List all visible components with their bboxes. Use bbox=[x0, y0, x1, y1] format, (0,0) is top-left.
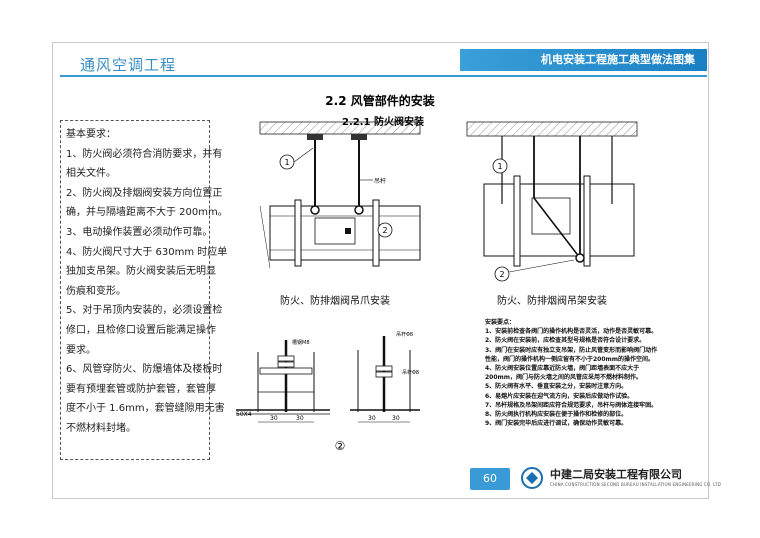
left-figure-caption: 防火、防排烟阀吊爪安装 bbox=[280, 296, 390, 307]
note-line: 2、防火阀在安装前，应检查其型号规格是否符合设计要求。 bbox=[485, 337, 646, 345]
requirement-line: 5、对于吊顶内安装的，必须设置检 bbox=[66, 305, 223, 317]
requirement-line: 要有预埋套管或防护套管，套管厚 bbox=[66, 383, 216, 395]
nut-label: 吊杆Φ8 bbox=[402, 369, 419, 376]
book-title-band: 机电安装工程施工典型做法图集 bbox=[460, 49, 707, 71]
dim-c: 30 bbox=[368, 415, 376, 422]
callout-2-label: 2 bbox=[382, 226, 387, 235]
requirement-line: 基本要求： bbox=[66, 129, 116, 140]
requirements-box: 基本要求： 1、防火阀必须符合消防要求，并有 相关文件。 2、防火阀及排烟阀安装… bbox=[60, 120, 228, 460]
requirement-line: 修口，且检修口设置后能满足操作 bbox=[66, 324, 216, 336]
detail-2-marker: ② bbox=[335, 439, 346, 453]
right-damper-drawing: 1 2 bbox=[466, 121, 638, 282]
section-title: 2.2 风管部件的安装 bbox=[325, 94, 435, 108]
note-line: 6、易熔片应安装在迎气流方向，安装后应做动作试验。 bbox=[485, 392, 634, 400]
dim-d: 30 bbox=[392, 415, 400, 422]
requirement-line: 3、电动操作装置必须动作可靠。 bbox=[66, 226, 213, 238]
note-line: 安装要点： bbox=[485, 319, 516, 326]
requirement-line: 要求。 bbox=[66, 344, 96, 356]
rod-label-a: 吊杆Φ8 bbox=[396, 331, 413, 338]
note-line: 5、防火阀有水平、垂直安装之分，安装时注意方向。 bbox=[485, 383, 628, 391]
requirement-line: 4、防火阀尺寸大于 630mm 时应单 bbox=[66, 246, 228, 258]
header-divider bbox=[60, 75, 707, 77]
note-line: 3、阀门在安装时应有独立支吊架，防止风管变形而影响阀门动作 bbox=[485, 346, 658, 354]
note-line: 性能，阀门的操作机构一侧应留有不小于200mm的操作空间。 bbox=[485, 355, 655, 363]
dim-b: 30 bbox=[296, 415, 304, 422]
note-line: 8、防火阀执行机构应安装在便于操作和检修的部位。 bbox=[485, 411, 628, 419]
company-name: 中建二局安装工程有限公司 bbox=[550, 468, 682, 481]
callout-1-label-right: 1 bbox=[497, 162, 502, 171]
company-name-en: CHINA CONSTRUCTION SECOND BUREAU INSTALL… bbox=[550, 482, 721, 487]
requirement-line: 6、风管穿防火、防爆墙体及楼板时 bbox=[66, 364, 223, 376]
callout-1-label: 1 bbox=[284, 158, 289, 167]
rod-label-b: 槽钢M8 bbox=[292, 339, 310, 346]
note-line: 1、安装前检查各阀门的操作机构是否灵活，动作是否灵敏可靠。 bbox=[485, 328, 658, 336]
angle-label: 50X4 bbox=[236, 411, 252, 418]
dim-a: 30 bbox=[270, 415, 278, 422]
requirement-line: 独加支吊架。防火阀安装后无明显 bbox=[66, 266, 216, 278]
page-frame bbox=[52, 42, 709, 499]
company-logo-icon bbox=[521, 467, 543, 489]
note-line: 200mm，阀门与防火墙之间的风管应采用不燃材料制作。 bbox=[485, 374, 643, 382]
bolt-label: 吊杆 bbox=[374, 177, 386, 185]
page-number: 60 bbox=[470, 468, 510, 490]
left-damper-drawing: 1 吊杆 2 bbox=[259, 121, 421, 269]
requirement-line: 伤痕和变形。 bbox=[66, 285, 126, 297]
requirement-line: 1、防火阀必须符合消防要求，并有 bbox=[66, 148, 223, 160]
right-figure-caption: 防火、防排烟阀吊架安装 bbox=[497, 296, 607, 307]
requirement-line: 相关文件。 bbox=[66, 168, 116, 180]
requirement-line: 确，并与隔墙距离不大于 200mm。 bbox=[66, 207, 228, 219]
note-line: 9、阀门安装完毕后应进行调试，确保动作灵敏可靠。 bbox=[485, 420, 628, 428]
callout-2-label-right: 2 bbox=[499, 270, 504, 279]
note-line: 7、吊杆规格及吊架间距应符合规范要求，吊杆与阀体连接牢固。 bbox=[485, 401, 658, 409]
requirement-line: 2、防火阀及排烟阀安装方向位置正 bbox=[66, 187, 223, 199]
requirement-line: 不燃材料封堵。 bbox=[66, 422, 136, 434]
note-line: 4、防火阀安装位置应靠近防火墙，阀门距墙表面不应大于 bbox=[485, 365, 640, 373]
installation-notes: 安装要点： 1、安装前检查各阀门的操作机构是否灵活，动作是否灵敏可靠。 2、防火… bbox=[485, 318, 690, 428]
requirement-line: 度不小于 1.6mm，套管缝隙用无害 bbox=[66, 403, 225, 415]
section-name: 通风空调工程 bbox=[80, 56, 177, 74]
detail-drawing-2: 槽钢M8 50X4 30 30 吊杆Φ8 吊杆Φ8 30 30 ② bbox=[236, 331, 420, 453]
